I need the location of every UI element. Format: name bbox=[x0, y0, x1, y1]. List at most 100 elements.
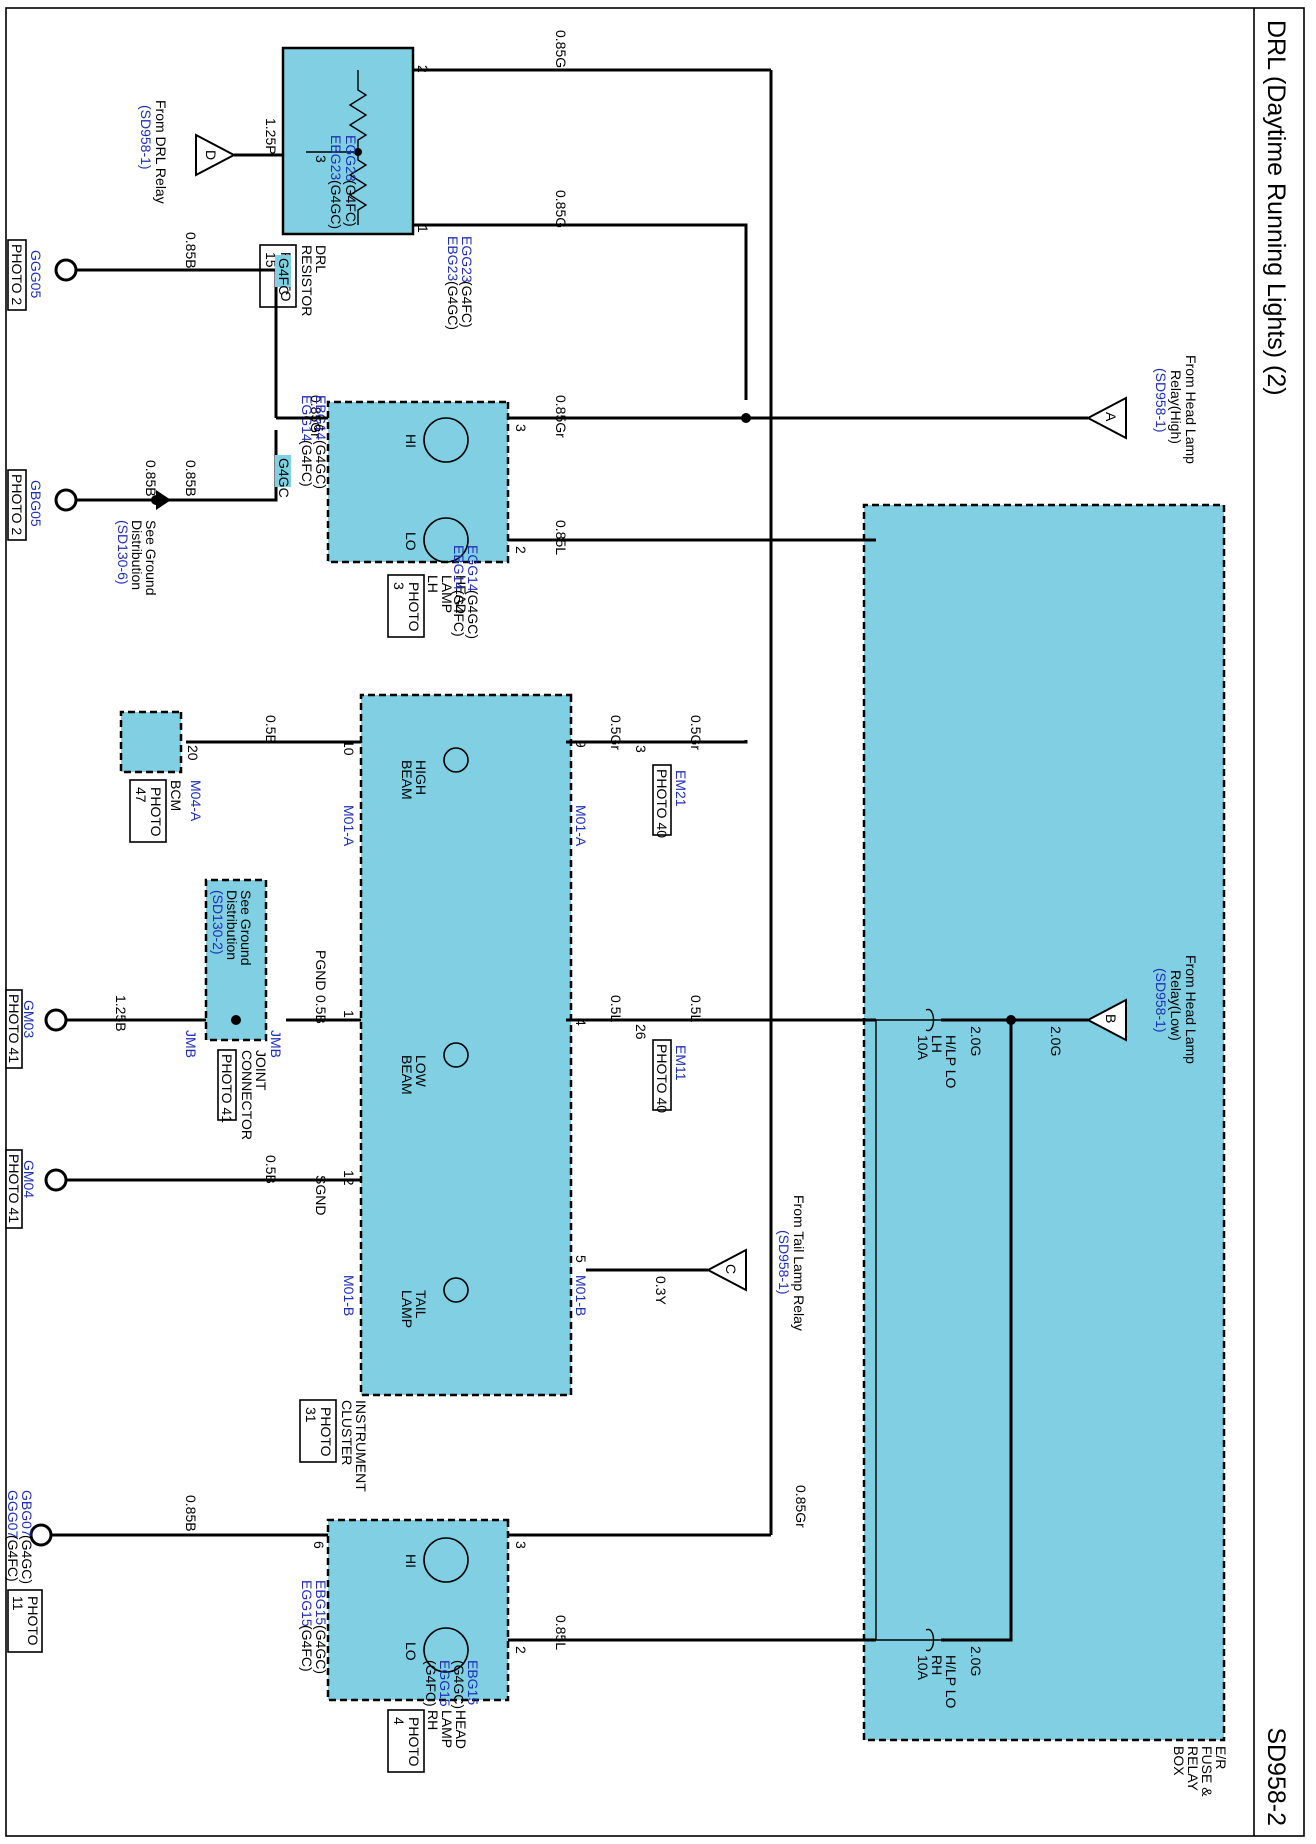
page-title: DRL (Daytime Running Lights) (2) bbox=[1262, 20, 1290, 396]
joint-conn-r: JMB bbox=[268, 1030, 284, 1058]
source-d-triangle bbox=[195, 133, 237, 177]
head-lamp-lh-photo-1: PHOTO bbox=[406, 582, 422, 632]
fuse-rh-label-1: H/LP LO bbox=[943, 1655, 959, 1709]
source-c-letter: C bbox=[723, 1264, 739, 1274]
head-lamp-rh-name-3: RH bbox=[425, 1710, 441, 1730]
ground-gbg05-name: GBG05 bbox=[28, 480, 44, 527]
head-lamp-lh-pin-3: 3 bbox=[513, 424, 529, 432]
wire-lh-ground bbox=[274, 270, 328, 420]
head-lamp-rh: HI LO HEAD LAMP RH PHOTO 4 bbox=[326, 1518, 510, 1773]
drl-resistor-conn-b1s: (G4GC) bbox=[445, 281, 461, 330]
source-c-triangle bbox=[705, 1248, 747, 1292]
wire-label-0-85l-b: 0.85L bbox=[553, 1615, 569, 1650]
fuse-rh-label-3: 10A bbox=[915, 1655, 931, 1681]
tail-lamp-label-2: LAMP bbox=[399, 1290, 415, 1328]
wire-label-0-85b-c: 0.85B bbox=[143, 460, 159, 497]
head-lamp-lh-conn-b2s: (G4FC) bbox=[451, 590, 467, 637]
bcm-photo-2: 47 bbox=[133, 787, 149, 803]
bcm-photo-box bbox=[129, 779, 167, 843]
head-lamp-rh-hi-label: HI bbox=[403, 1554, 419, 1568]
ground-ggg05-symbol bbox=[54, 258, 78, 282]
drl-resistor-pin-1: 1 bbox=[415, 225, 431, 233]
ground-ref-arrow bbox=[156, 490, 171, 510]
head-lamp-lh-pin-6: 6 bbox=[311, 424, 327, 432]
drl-resistor-conn-b2: EGG23 bbox=[459, 236, 475, 283]
head-lamp-lh-conn-b1s: (G4GC) bbox=[465, 590, 481, 639]
ground-gm03-symbol bbox=[44, 1008, 68, 1032]
source-b-triangle bbox=[1085, 998, 1127, 1042]
source-b-ref: (SD958-1) bbox=[1153, 968, 1169, 1033]
head-lamp-rh-conn-b1s: (G4GC) bbox=[451, 1660, 467, 1709]
er-box-name-2: FUSE & bbox=[1199, 1746, 1215, 1797]
drl-resistor-conn-a1s: (G4GC) bbox=[328, 180, 344, 229]
head-lamp-lh-pin-2: 2 bbox=[513, 546, 529, 554]
ground-gbg07-symbol bbox=[29, 1523, 53, 1547]
instrument-cluster-name-2: CLUSTER bbox=[339, 1400, 355, 1465]
drl-resistor-conn-a2: EGG23 bbox=[343, 135, 359, 182]
wire-label-0-85b-b: 0.85B bbox=[183, 460, 199, 497]
em21-conn: EM21 bbox=[673, 770, 689, 807]
ground-ggg05-photo: PHOTO 2 bbox=[9, 244, 25, 305]
high-beam-indicator bbox=[443, 747, 469, 773]
ground-gbg07-name1s: (G4GC) bbox=[19, 1535, 35, 1584]
ground-ref-ref: (SD130-6) bbox=[115, 520, 131, 585]
bcm-pin: 20 bbox=[185, 745, 201, 761]
variant-tag-g4fc-bg bbox=[275, 255, 291, 287]
instrument-cluster: INSTRUMENT CLUSTER PHOTO 31 HIGH BEAM LO… bbox=[299, 693, 573, 1492]
ground-gbg07-name2: GGG07 bbox=[5, 1490, 21, 1538]
ground-gm03-photo: PHOTO 41 bbox=[6, 994, 22, 1063]
head-lamp-lh-name-1: HEAD bbox=[453, 575, 469, 614]
head-lamp-rh-hi-bulb bbox=[423, 1537, 469, 1583]
low-beam-label-2: BEAM bbox=[399, 1055, 415, 1095]
low-beam-label-1: LOW bbox=[413, 1055, 429, 1088]
head-lamp-lh-name-2: LAMP bbox=[439, 575, 455, 613]
head-lamp-rh-photo-box bbox=[387, 1709, 425, 1773]
wire-label-0-5b-b: 0.5B bbox=[313, 995, 329, 1024]
head-lamp-lh-photo-2: 3 bbox=[391, 582, 407, 590]
em21-photo: PHOTO 40 bbox=[654, 769, 670, 838]
head-lamp-lh-lo-bulb bbox=[423, 517, 469, 563]
cluster-pin-12: 12 bbox=[341, 1170, 357, 1186]
wire-label-0-85g-a: 0.85G bbox=[553, 30, 569, 68]
head-lamp-rh-photo-2: 4 bbox=[391, 1717, 407, 1725]
ground-gm04-photo: PHOTO 41 bbox=[6, 1154, 22, 1223]
wire-label-0-5gr-b: 0.5Gr bbox=[688, 715, 704, 750]
head-lamp-lh-name-3: LH bbox=[425, 575, 441, 593]
page-frame bbox=[5, 7, 1305, 1837]
high-beam-label-2: BEAM bbox=[399, 760, 415, 800]
instrument-cluster-photo-2: 31 bbox=[303, 1407, 319, 1423]
head-lamp-lh-photo-box bbox=[387, 574, 425, 638]
head-lamp-rh-conn-b2: EGG15 bbox=[437, 1660, 453, 1707]
source-a-line2: Relay(High) bbox=[1168, 370, 1184, 444]
variant-tag-g4gc: G4GC bbox=[276, 458, 292, 498]
em21-pin: 3 bbox=[633, 745, 649, 753]
ground-gm03-name: GM03 bbox=[21, 1000, 37, 1038]
high-beam-label-1: HIGH bbox=[413, 760, 429, 795]
ground-gbg07-name2s: (G4FC) bbox=[5, 1535, 21, 1582]
head-lamp-rh-pin-6: 6 bbox=[311, 1541, 327, 1549]
source-d-letter: D bbox=[203, 150, 219, 160]
cluster-conn-bot-b: M01-B bbox=[341, 1275, 357, 1316]
fuse-lh-label-2: LH bbox=[929, 1035, 945, 1053]
wire-label-1-25b: 1.25B bbox=[113, 995, 129, 1032]
ground-gbg05-photo: PHOTO 2 bbox=[9, 474, 25, 535]
head-lamp-lh-conn-a2s: (G4FC) bbox=[299, 440, 315, 487]
wire-label-2-0g-b: 2.0G bbox=[968, 1026, 984, 1056]
wire-label-1-25p: 1.25P bbox=[263, 118, 279, 155]
joint-see-2: Distribution bbox=[224, 890, 240, 960]
head-lamp-rh-conn-a1s: (G4GC) bbox=[313, 1625, 329, 1674]
bcm-conn: M04-A bbox=[188, 780, 204, 822]
wire-label-0-5b-a: 0.5B bbox=[263, 715, 279, 744]
cluster-pin-10: 10 bbox=[341, 740, 357, 756]
head-lamp-rh-pin-2: 2 bbox=[513, 1646, 529, 1654]
er-fuse-relay-box: E/R FUSE & RELAY BOX H/LP LO LH 10A H/LP… bbox=[862, 503, 1229, 1797]
head-lamp-lh: HI LO HEAD LAMP LH PHOTO 3 bbox=[326, 400, 510, 638]
em21-photo-box bbox=[652, 764, 672, 836]
head-lamp-rh-conn-b2s: (G4FC) bbox=[423, 1660, 439, 1707]
head-lamp-rh-conn-a2s: (G4FC) bbox=[299, 1625, 315, 1672]
bcm-body bbox=[119, 710, 183, 774]
joint-connector-node bbox=[231, 1015, 241, 1025]
em11-photo-box bbox=[652, 1039, 672, 1111]
splice-0-85gr bbox=[741, 413, 751, 423]
